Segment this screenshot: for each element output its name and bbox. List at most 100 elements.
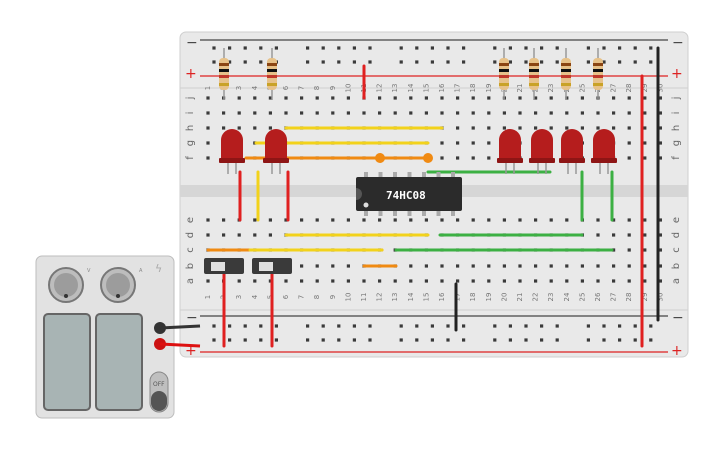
rail-hole[interactable] [633, 338, 637, 342]
breadboard-hole[interactable] [471, 126, 475, 130]
breadboard-hole[interactable] [612, 218, 616, 222]
rail-hole[interactable] [540, 338, 544, 342]
breadboard-hole[interactable] [268, 96, 272, 100]
breadboard-hole[interactable] [643, 96, 647, 100]
breadboard-hole[interactable] [393, 218, 397, 222]
breadboard-hole[interactable] [346, 279, 350, 283]
breadboard-hole[interactable] [315, 218, 319, 222]
breadboard-hole[interactable] [643, 264, 647, 268]
breadboard-hole[interactable] [456, 96, 460, 100]
rail-hole[interactable] [228, 46, 232, 50]
rail-hole[interactable] [243, 46, 247, 50]
breadboard-hole[interactable] [346, 218, 350, 222]
rail-hole[interactable] [508, 46, 512, 50]
rail-hole[interactable] [540, 324, 544, 328]
breadboard-hole[interactable] [580, 96, 584, 100]
rail-hole[interactable] [446, 324, 450, 328]
rail-hole[interactable] [259, 324, 263, 328]
rail-hole[interactable] [493, 338, 497, 342]
rail-hole[interactable] [555, 324, 559, 328]
rail-hole[interactable] [306, 60, 310, 64]
breadboard-hole[interactable] [471, 141, 475, 145]
breadboard-hole[interactable] [612, 96, 616, 100]
breadboard-hole[interactable] [565, 218, 569, 222]
breadboard-hole[interactable] [643, 248, 647, 252]
breadboard-hole[interactable] [612, 248, 616, 252]
breadboard-hole[interactable] [565, 264, 569, 268]
breadboard-hole[interactable] [658, 96, 662, 100]
breadboard-hole[interactable] [253, 96, 257, 100]
breadboard-hole[interactable] [549, 264, 553, 268]
slide-switch-2-slider[interactable] [259, 262, 273, 271]
led[interactable] [591, 129, 617, 174]
breadboard-hole[interactable] [643, 279, 647, 283]
breadboard-hole[interactable] [612, 264, 616, 268]
breadboard-hole[interactable] [502, 264, 506, 268]
breadboard-hole[interactable] [284, 218, 288, 222]
breadboard-hole[interactable] [596, 111, 600, 115]
breadboard-hole[interactable] [362, 111, 366, 115]
breadboard-hole[interactable] [409, 218, 413, 222]
breadboard-hole[interactable] [409, 264, 413, 268]
breadboard-hole[interactable] [440, 111, 444, 115]
breadboard-hole[interactable] [253, 126, 257, 130]
rail-hole[interactable] [212, 338, 216, 342]
breadboard-hole[interactable] [315, 279, 319, 283]
breadboard-hole[interactable] [658, 111, 662, 115]
breadboard-hole[interactable] [206, 156, 210, 160]
breadboard-hole[interactable] [268, 279, 272, 283]
rail-hole[interactable] [259, 46, 263, 50]
breadboard-hole[interactable] [502, 218, 506, 222]
breadboard-hole[interactable] [300, 264, 304, 268]
rail-hole[interactable] [618, 60, 622, 64]
rail-hole[interactable] [649, 324, 653, 328]
breadboard-hole[interactable] [331, 111, 335, 115]
breadboard-hole[interactable] [596, 264, 600, 268]
rail-hole[interactable] [446, 60, 450, 64]
rail-hole[interactable] [368, 60, 372, 64]
rail-hole[interactable] [368, 324, 372, 328]
breadboard-hole[interactable] [346, 264, 350, 268]
breadboard-hole[interactable] [658, 218, 662, 222]
breadboard-hole[interactable] [456, 218, 460, 222]
breadboard-hole[interactable] [658, 264, 662, 268]
breadboard-hole[interactable] [424, 96, 428, 100]
breadboard-hole[interactable] [237, 279, 241, 283]
breadboard-hole[interactable] [565, 96, 569, 100]
breadboard-hole[interactable] [658, 141, 662, 145]
breadboard-hole[interactable] [643, 156, 647, 160]
rail-hole[interactable] [399, 338, 403, 342]
breadboard-hole[interactable] [518, 264, 522, 268]
led[interactable] [497, 129, 523, 174]
breadboard-hole[interactable] [565, 279, 569, 283]
rail-hole[interactable] [649, 60, 653, 64]
rail-hole[interactable] [524, 338, 528, 342]
rail-hole[interactable] [493, 324, 497, 328]
rail-hole[interactable] [337, 324, 341, 328]
led[interactable] [559, 129, 585, 174]
breadboard-hole[interactable] [300, 111, 304, 115]
rail-hole[interactable] [212, 60, 216, 64]
rail-hole[interactable] [415, 324, 419, 328]
breadboard-hole[interactable] [300, 218, 304, 222]
resistor[interactable] [561, 48, 571, 100]
breadboard-hole[interactable] [518, 218, 522, 222]
rail-hole[interactable] [649, 46, 653, 50]
rail-hole[interactable] [368, 46, 372, 50]
breadboard-hole[interactable] [596, 279, 600, 283]
rail-hole[interactable] [243, 324, 247, 328]
breadboard-hole[interactable] [378, 96, 382, 100]
breadboard-hole[interactable] [456, 264, 460, 268]
breadboard-hole[interactable] [627, 141, 631, 145]
breadboard-hole[interactable] [471, 156, 475, 160]
rail-hole[interactable] [462, 46, 466, 50]
slide-switch-2[interactable] [252, 258, 292, 274]
breadboard-hole[interactable] [534, 126, 538, 130]
breadboard-hole[interactable] [643, 218, 647, 222]
breadboard-hole[interactable] [440, 156, 444, 160]
rail-hole[interactable] [555, 46, 559, 50]
breadboard-hole[interactable] [487, 96, 491, 100]
rail-hole[interactable] [212, 324, 216, 328]
breadboard-hole[interactable] [456, 279, 460, 283]
resistor[interactable] [219, 48, 229, 100]
